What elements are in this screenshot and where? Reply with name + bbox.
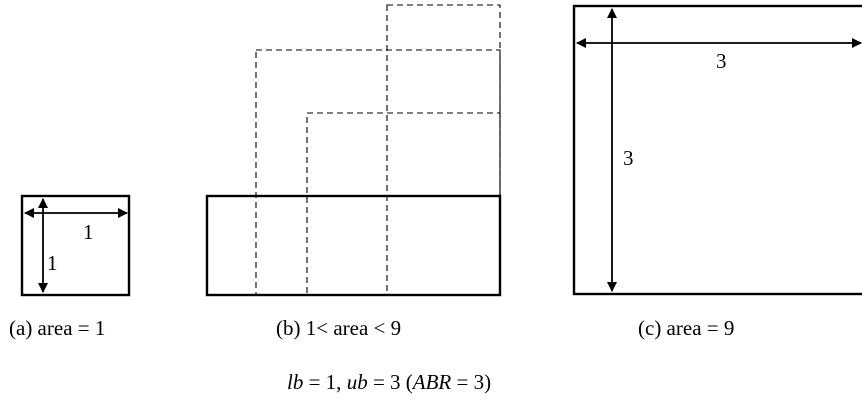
width-label-a: 1 xyxy=(83,220,94,244)
panel-a: 1 1 (a) area = 1 xyxy=(9,194,131,340)
panel-c: 3 3 (c) area = 9 xyxy=(572,4,862,340)
wide-rectangle xyxy=(205,194,502,297)
large-square xyxy=(572,4,862,296)
ub-variable: ub xyxy=(347,370,368,394)
width-label-c: 3 xyxy=(716,49,727,73)
lb-value: = 1, xyxy=(303,370,346,394)
dashed-rect-small xyxy=(306,112,501,296)
bounds-caption: lb = 1, ub = 3 (ABR = 3) xyxy=(287,370,491,394)
unit-square xyxy=(20,194,131,297)
panel-b: (b) 1< area < 9 xyxy=(205,4,502,340)
height-label-c: 3 xyxy=(623,146,634,170)
caption-a: (a) area = 1 xyxy=(9,316,105,340)
caption-b: (b) 1< area < 9 xyxy=(276,316,401,340)
lb-variable: lb xyxy=(287,370,303,394)
ub-value: = 3 ( xyxy=(368,370,413,394)
dashed-rect-tall xyxy=(386,4,501,296)
caption-c: (c) area = 9 xyxy=(638,316,734,340)
abr-value: = 3) xyxy=(451,370,491,394)
dashed-rect-medium xyxy=(255,49,501,296)
abr-variable: ABR xyxy=(411,370,452,394)
height-label-a: 1 xyxy=(47,251,58,275)
